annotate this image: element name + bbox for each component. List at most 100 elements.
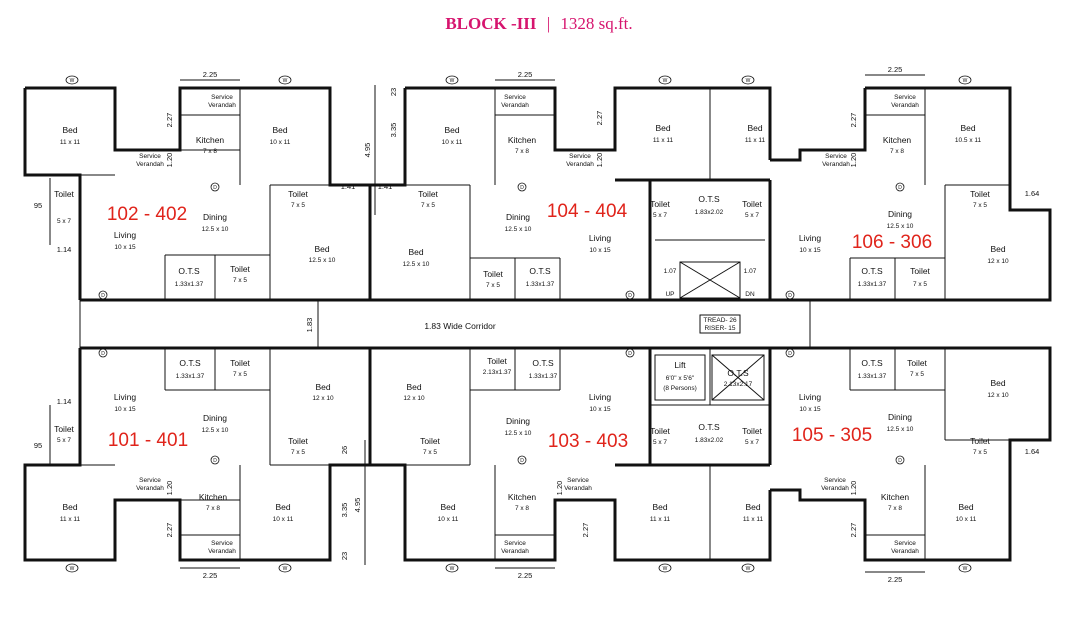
window-tag: W [958, 75, 972, 85]
svg-text:W: W [70, 566, 75, 572]
ots-label: O.T.S [698, 194, 720, 204]
service-label: Service [139, 477, 161, 484]
svg-text:D: D [520, 458, 524, 464]
svg-text:D: D [788, 293, 792, 299]
dimension-label: 2.27 [165, 113, 174, 128]
bed-size: 10 x 11 [270, 139, 291, 146]
toilet-size: 7 x 5 [233, 277, 247, 284]
verandah-label: Verandah [891, 102, 919, 109]
lift-label: Lift [674, 360, 686, 370]
bed-label: Bed [406, 382, 421, 392]
door-tag: D [895, 182, 905, 192]
verandah-label: Verandah [208, 102, 236, 109]
door-tag: D [210, 182, 220, 192]
dimension-label: 2.25 [888, 65, 903, 74]
main-door-tag: D [625, 290, 635, 300]
kitchen-label: Kitchen [196, 135, 225, 145]
dimension-label: 1.20 [165, 481, 174, 496]
verandah-label: Verandah [136, 485, 164, 492]
bed-label: Bed [990, 378, 1005, 388]
dimension-label: 1.41 [378, 182, 393, 191]
bed-label: Bed [314, 244, 329, 254]
bed-size: 12 x 10 [403, 395, 425, 402]
bed-label: Bed [747, 123, 762, 133]
toilet-label: Toilet [54, 189, 74, 199]
service-label: Service [824, 477, 846, 484]
bed-size: 11 x 11 [60, 516, 81, 523]
door-tag: D [210, 455, 220, 465]
verandah-label: Verandah [566, 161, 594, 168]
service-label: Service [504, 540, 526, 547]
svg-text:W: W [746, 566, 751, 572]
toilet-size: 7 x 5 [973, 449, 987, 456]
dimension-label: 2.27 [165, 523, 174, 538]
dimension-label: 23 [340, 552, 349, 560]
toilet-size: 7 x 5 [291, 449, 305, 456]
lift-persons: (8 Persons) [663, 385, 697, 392]
toilet-label: Toilet [483, 269, 503, 279]
toilet-size: 5 x 7 [653, 439, 667, 446]
svg-text:D: D [101, 293, 105, 299]
door-tag: D [517, 455, 527, 465]
service-label: Service [894, 540, 916, 547]
dimension-label: 2.25 [518, 571, 533, 580]
svg-text:D: D [101, 351, 105, 357]
corridor-label: 1.83 Wide Corridor [424, 321, 496, 331]
main-door-tag: D [98, 348, 108, 358]
service-label: Service [569, 153, 591, 160]
bed-size: 10 x 11 [273, 516, 294, 523]
kitchen-size: 7 x 8 [888, 505, 902, 512]
kitchen-size: 7 x 8 [206, 505, 220, 512]
living-size: 10 x 15 [114, 244, 136, 251]
bed-size: 12.5 x 10 [403, 261, 430, 268]
corridor: 1.83 Wide Corridor 1.83 TREAD- 26 RISER-… [79, 298, 811, 350]
verandah-label: Verandah [821, 485, 849, 492]
kitchen-label: Kitchen [199, 492, 228, 502]
bed-label: Bed [652, 502, 667, 512]
room-labels-top: Bed 11 x 11 Bed 10 x 11 Kitchen 7 x 8 Se… [54, 94, 1009, 298]
bed-label: Bed [990, 244, 1005, 254]
toilet-size: 5 x 7 [653, 212, 667, 219]
dimension-label: 95 [34, 441, 42, 450]
window-tag: W [278, 75, 292, 85]
toilet-size: 7 x 5 [910, 371, 924, 378]
main-door-tag: D [98, 290, 108, 300]
svg-text:W: W [746, 78, 751, 84]
ots-label: O.T.S [861, 266, 883, 276]
living-size: 10 x 15 [589, 247, 611, 254]
svg-text:W: W [450, 566, 455, 572]
dimension-label: 1.20 [849, 153, 858, 168]
ots-size: 1.33x1.37 [529, 373, 558, 380]
dimension-label: 26 [340, 446, 349, 454]
area-label: 1328 sq.ft. [560, 14, 633, 33]
stair-up-label: UP [665, 291, 674, 298]
lift-size: 6'0" x 5'6" [666, 375, 695, 382]
kitchen-label: Kitchen [508, 492, 537, 502]
dimension-label: 2.25 [888, 575, 903, 584]
verandah-label: Verandah [822, 161, 850, 168]
window-tag: W [958, 563, 972, 573]
toilet-label: Toilet [420, 436, 440, 446]
toilet-size: 7 x 5 [486, 282, 500, 289]
kitchen-label: Kitchen [508, 135, 537, 145]
bed-label: Bed [958, 502, 973, 512]
flat-number: 106 - 306 [852, 232, 932, 253]
svg-text:D: D [628, 293, 632, 299]
svg-text:W: W [963, 78, 968, 84]
svg-text:D: D [213, 185, 217, 191]
dining-size: 12.5 x 10 [887, 223, 914, 230]
bed-label: Bed [960, 123, 975, 133]
verandah-label: Verandah [136, 161, 164, 168]
toilet-size: 5 x 7 [745, 439, 759, 446]
dining-label: Dining [203, 212, 227, 222]
dining-size: 12.5 x 10 [505, 226, 532, 233]
stair-width: 1.07 [744, 268, 757, 275]
ots-label: O.T.S [179, 358, 201, 368]
toilet-label: Toilet [288, 436, 308, 446]
tread-label: TREAD- 26 [703, 317, 737, 324]
dimension-label: 2.25 [203, 70, 218, 79]
ots-size: 1.83x2.02 [695, 437, 724, 444]
verandah-label: Verandah [564, 485, 592, 492]
kitchen-size: 7 x 8 [890, 148, 904, 155]
verandah-label: Verandah [501, 102, 529, 109]
